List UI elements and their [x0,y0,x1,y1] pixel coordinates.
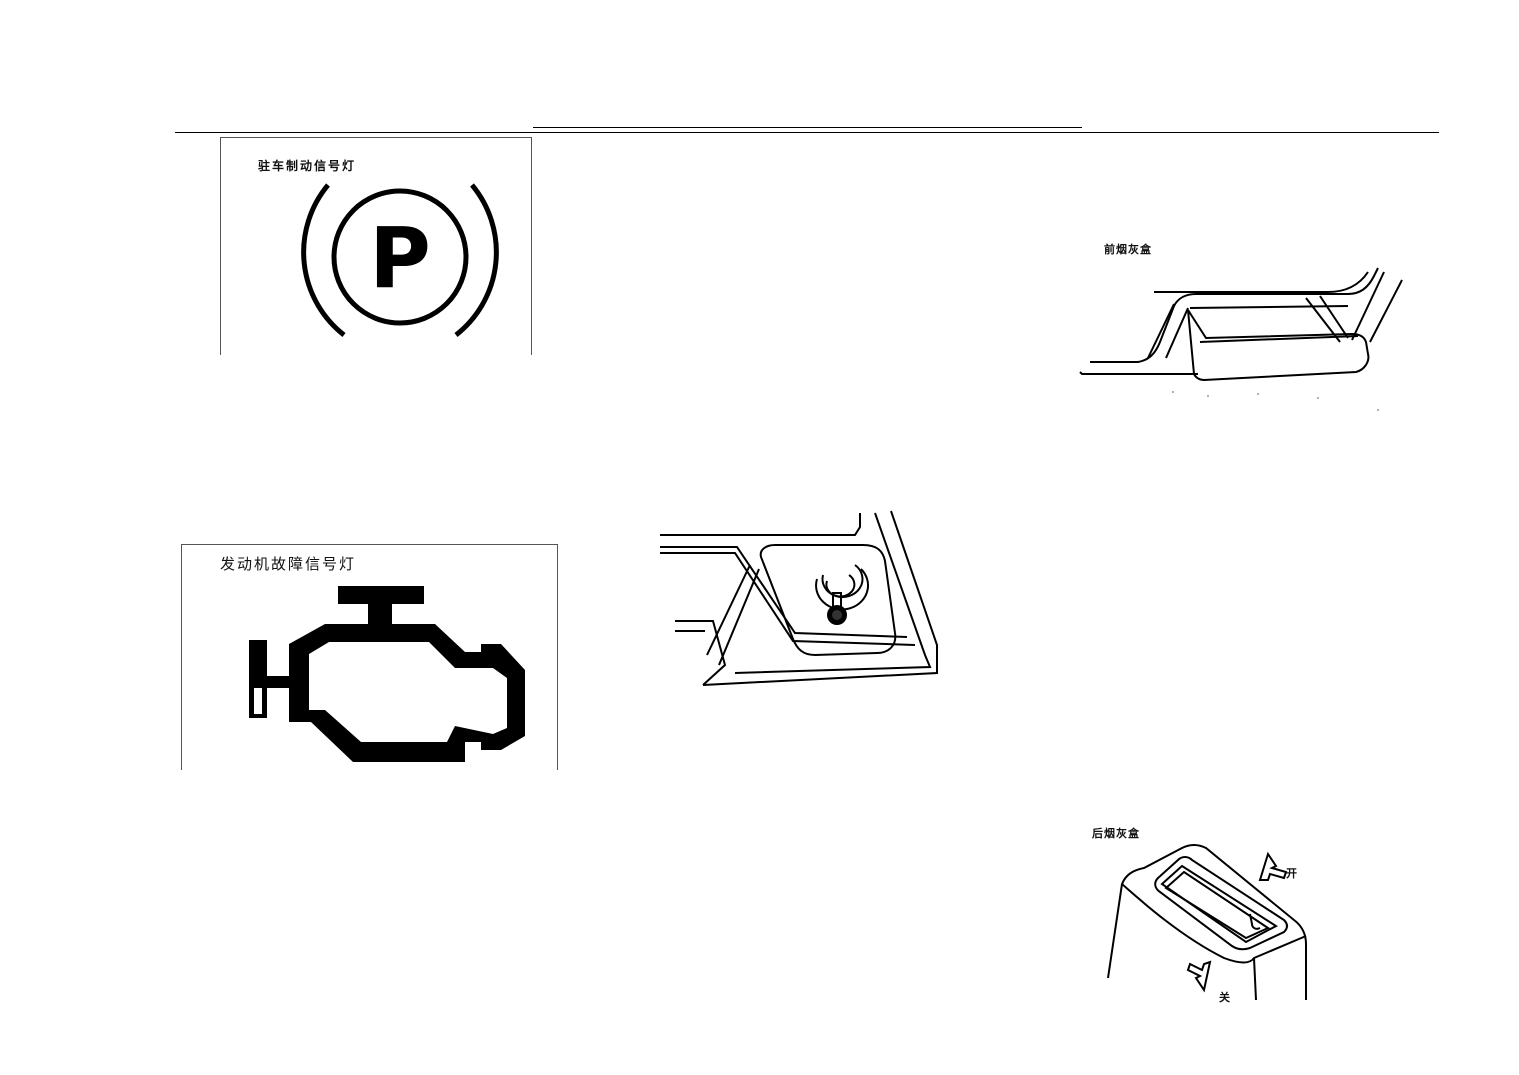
parking-brake-symbol: P [369,209,431,307]
close-arrow-icon [1186,960,1212,993]
engine-fault-figure-frame [181,544,558,770]
parking-brake-figure-frame [220,137,532,355]
open-arrow-icon [1258,851,1288,881]
engine-fault-caption: 发动机故障信号灯 [220,555,357,573]
rear-ashtray-open-label: 开 [1286,867,1297,880]
rear-ashtray-caption: 后烟灰盒 [1092,827,1140,840]
parking-brake-caption: 驻车制动信号灯 [258,159,357,173]
front-ashtray-illustration [1079,267,1403,411]
lighter-socket-illustration [660,510,938,686]
front-ashtray-caption: 前烟灰盒 [1104,243,1152,256]
header-rule [175,132,1439,133]
parking-brake-icon: P [301,183,499,337]
engine-icon [249,586,525,762]
header-rule-top [533,127,1082,128]
rear-ashtray-illustration [1107,844,1307,1001]
rear-ashtray-close-label: 关 [1219,991,1230,1004]
